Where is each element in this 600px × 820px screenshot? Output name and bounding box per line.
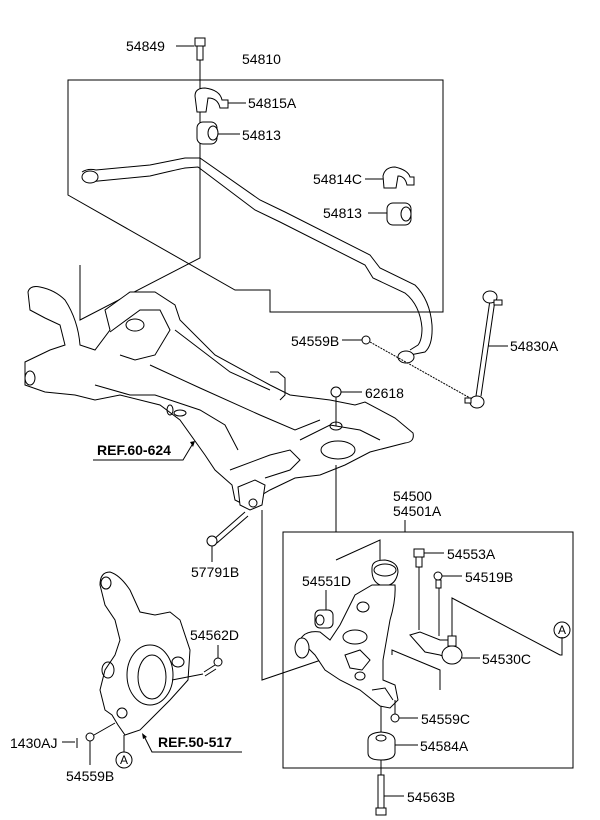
label-54563B: 54563B	[407, 789, 455, 805]
ref-underline	[144, 737, 242, 753]
ref-arrow-icon	[142, 733, 147, 739]
label-54814C: 54814C	[313, 171, 362, 187]
label-54559B-lower: 54559B	[66, 768, 114, 784]
label-54551D: 54551D	[302, 573, 351, 589]
leader-line	[391, 649, 441, 690]
stabilizer-link-54830A	[464, 290, 503, 409]
marker-a-right-text: A	[558, 623, 566, 637]
nut-54559C	[390, 700, 400, 723]
bolt-54563B	[375, 760, 387, 816]
bolt-54553A	[413, 548, 425, 630]
label-54501A: 54501A	[393, 503, 442, 519]
bushing-54813-lower	[386, 202, 412, 226]
label-54500: 54500	[393, 488, 432, 504]
connector-marker-a-right	[553, 621, 571, 639]
label-54815A: 54815A	[248, 95, 297, 111]
frame-lower-arm-group	[282, 531, 574, 769]
label-54519B: 54519B	[465, 569, 513, 585]
label-54562D: 54562D	[190, 627, 239, 643]
bracket-54814C	[382, 166, 415, 189]
label-54559B-upper: 54559B	[291, 333, 339, 349]
label-54830A: 54830A	[510, 338, 559, 354]
ref-label-knuckle[interactable]: REF.50-517	[158, 734, 232, 750]
frame-stabilizer-group	[67, 79, 444, 313]
bolt-54519B	[433, 571, 443, 636]
bushing-54584A	[367, 706, 396, 761]
ref-arrow-icon	[190, 441, 195, 447]
stabilizer-bar	[81, 157, 433, 356]
label-54584A: 54584A	[420, 738, 469, 754]
label-57791B: 57791B	[191, 564, 239, 580]
stabilizer-bar-end-link-eye	[397, 350, 415, 364]
nut-54559B-upper	[361, 335, 371, 345]
stabilizer-bar-end	[81, 170, 99, 184]
crossmember	[24, 286, 414, 511]
bolt-57791B	[206, 511, 249, 562]
bushing-54551D	[314, 590, 334, 629]
ref-underline	[93, 444, 193, 461]
label-54813-lower: 54813	[323, 205, 362, 221]
label-54559C: 54559C	[421, 711, 470, 727]
assembly-line	[93, 722, 116, 736]
label-54849: 54849	[126, 38, 165, 54]
assembly-line	[369, 341, 471, 399]
ref-label-crossmember[interactable]: REF.60-624	[97, 442, 171, 458]
connector-marker-a-knuckle	[115, 751, 133, 769]
label-54553A: 54553A	[447, 546, 496, 562]
leader-line	[451, 597, 563, 656]
bushing-54813-upper	[196, 121, 219, 145]
assembly-line	[171, 673, 204, 681]
marker-a-knuckle-text: A	[120, 753, 128, 767]
label-54530C: 54530C	[482, 651, 531, 667]
lower-control-arm	[294, 539, 399, 709]
label-54810: 54810	[242, 51, 281, 67]
bolt-54849	[194, 37, 206, 196]
bolt-54562D	[203, 645, 223, 677]
ball-joint-54530C	[409, 631, 463, 665]
label-54813-upper: 54813	[242, 127, 281, 143]
label-62618: 62618	[365, 385, 404, 401]
nut-54559B-lower	[85, 732, 95, 765]
label-1430AJ: 1430AJ	[10, 735, 57, 751]
bracket-54815A	[194, 87, 229, 113]
steering-knuckle	[99, 571, 191, 736]
